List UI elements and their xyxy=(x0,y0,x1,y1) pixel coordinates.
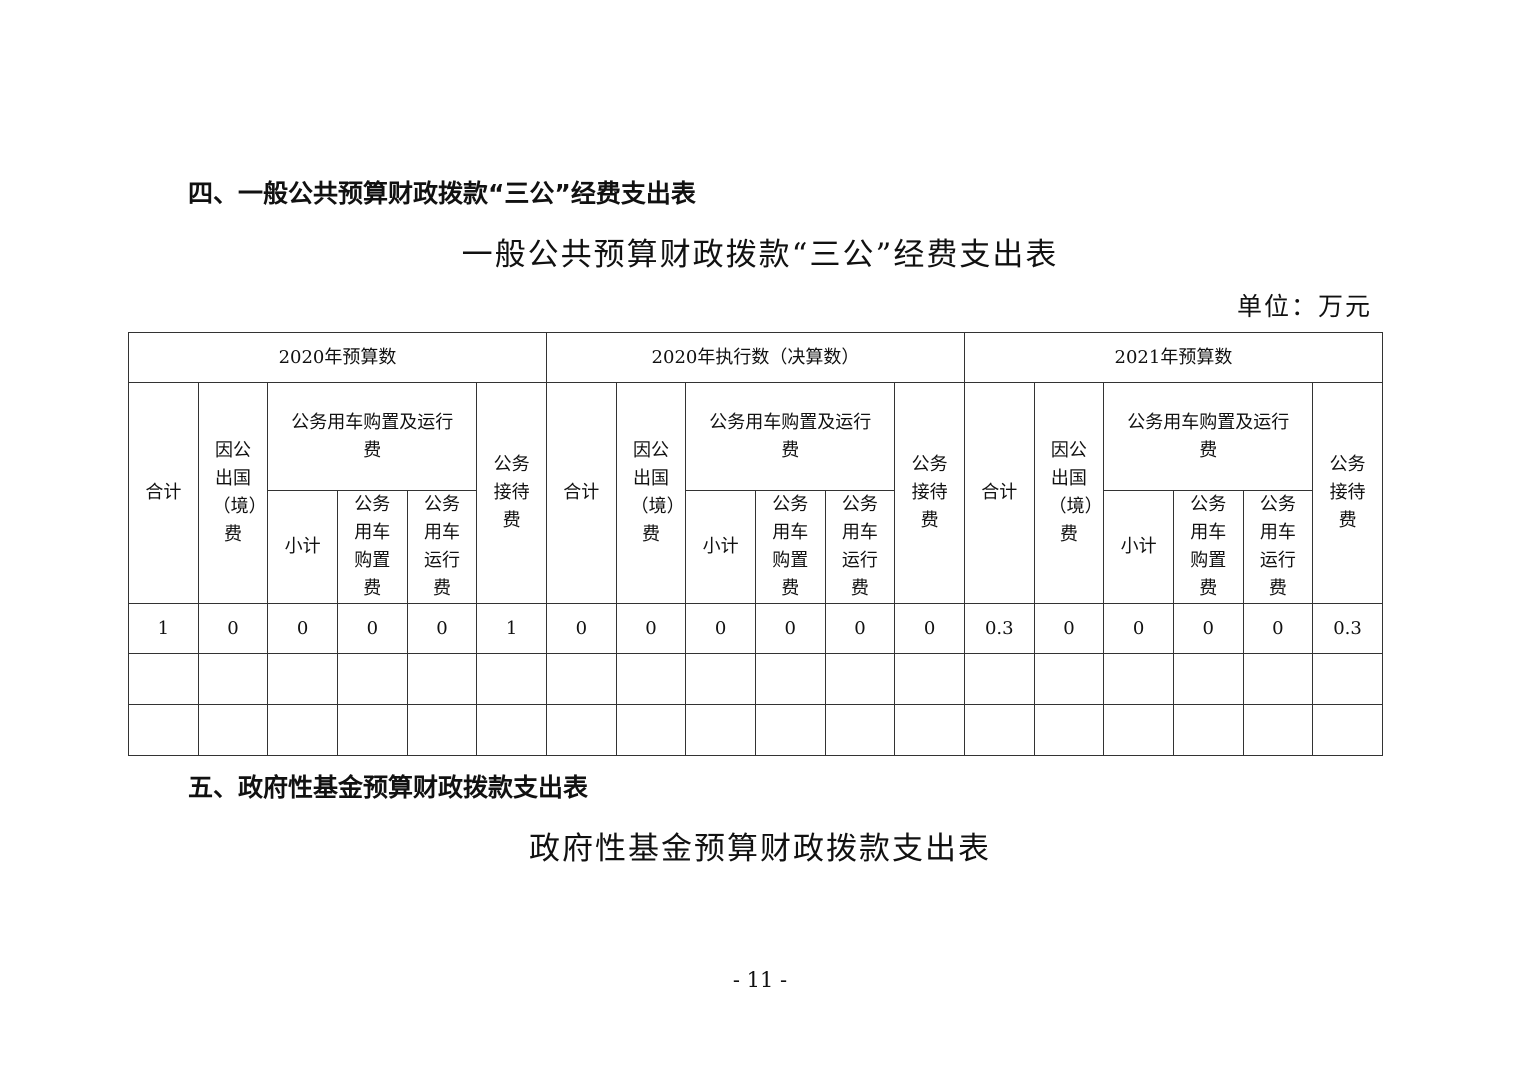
table-cell: 1 xyxy=(476,603,547,654)
table-cell xyxy=(336,704,408,756)
group-header: 2020年执行数（决算数） xyxy=(545,332,965,383)
header-total: 合计 xyxy=(128,382,199,604)
table-cell xyxy=(894,653,965,705)
table-cell: 0 xyxy=(406,603,478,654)
table-cell xyxy=(1103,653,1174,705)
table-cell xyxy=(545,704,617,756)
section-heading-5: 五、政府性基金预算财政拨款支出表 xyxy=(188,773,589,802)
header-total: 合计 xyxy=(963,382,1035,604)
header-vehicle: 公务用车购置及运行费 xyxy=(685,382,896,491)
group-header: 2021年预算数 xyxy=(963,332,1383,383)
table-cell xyxy=(476,704,547,756)
header-abroad: 因公出国（境）费 xyxy=(1033,382,1105,604)
table-cell: 0 xyxy=(1172,603,1244,654)
table-cell xyxy=(685,704,756,756)
sub-column-header-row: 小计公务用车购置费公务用车运行费小计公务用车购置费公务用车运行费小计公务用车购置… xyxy=(129,490,1383,604)
table-cell xyxy=(267,704,338,756)
table-cell xyxy=(754,704,826,756)
table-cell xyxy=(406,653,478,705)
table-cell xyxy=(128,704,199,756)
table-cell xyxy=(824,653,896,705)
table-cell xyxy=(1172,653,1244,705)
unit-label: 单位：万元 xyxy=(1236,292,1372,321)
table-cell xyxy=(1103,704,1174,756)
header-reception: 公务接待费 xyxy=(1312,382,1383,604)
table-cell xyxy=(1242,653,1314,705)
table-cell xyxy=(1242,704,1314,756)
header-subtotal: 小计 xyxy=(1103,490,1174,604)
group-header: 2020年预算数 xyxy=(128,332,547,383)
header-vehicle: 公务用车购置及运行费 xyxy=(267,382,478,491)
table-cell: 0.3 xyxy=(1312,603,1383,654)
table-cell xyxy=(824,704,896,756)
table-cell xyxy=(545,653,617,705)
header-subtotal: 小计 xyxy=(267,490,338,604)
table-cell xyxy=(963,653,1035,705)
table-cell: 0 xyxy=(336,603,408,654)
table-cell xyxy=(267,653,338,705)
table-cell xyxy=(754,653,826,705)
table-cell: 0 xyxy=(1103,603,1174,654)
table-cell: 0 xyxy=(197,603,269,654)
header-vehicle: 公务用车购置及运行费 xyxy=(1103,382,1314,491)
header-abroad: 因公出国（境）费 xyxy=(197,382,269,604)
table-cell xyxy=(1033,653,1105,705)
table-cell xyxy=(197,653,269,705)
section-heading-4: 四、一般公共预算财政拨款“三公”经费支出表 xyxy=(188,179,696,208)
table-cell: 0 xyxy=(545,603,617,654)
table-cell xyxy=(476,653,547,705)
table-cell xyxy=(1312,704,1383,756)
table-cell: 0 xyxy=(894,603,965,654)
header-reception: 公务接待费 xyxy=(476,382,547,604)
table-cell: 0 xyxy=(685,603,756,654)
table-cell xyxy=(1033,704,1105,756)
table-cell: 1 xyxy=(128,603,199,654)
table-cell: 0.3 xyxy=(963,603,1035,654)
header-vehicle-operation: 公务用车运行费 xyxy=(824,490,896,604)
table-cell xyxy=(894,704,965,756)
table-cell xyxy=(963,704,1035,756)
table-cell xyxy=(128,653,199,705)
header-abroad: 因公出国（境）费 xyxy=(615,382,687,604)
table-cell: 0 xyxy=(1242,603,1314,654)
table-cell xyxy=(1172,704,1244,756)
table-cell xyxy=(615,704,687,756)
header-vehicle-purchase: 公务用车购置费 xyxy=(336,490,408,604)
header-vehicle-operation: 公务用车运行费 xyxy=(1242,490,1314,604)
table-cell: 0 xyxy=(1033,603,1105,654)
table-cell xyxy=(406,704,478,756)
header-reception: 公务接待费 xyxy=(894,382,965,604)
header-subtotal: 小计 xyxy=(685,490,756,604)
column-header-row: 合计因公出国（境）费公务用车购置及运行费公务接待费合计因公出国（境）费公务用车购… xyxy=(128,382,1383,604)
table-cell xyxy=(197,704,269,756)
page-number: - 11 - xyxy=(732,968,788,992)
table-cell: 0 xyxy=(754,603,826,654)
table-cell xyxy=(685,653,756,705)
table-cell: 0 xyxy=(615,603,687,654)
header-vehicle-purchase: 公务用车购置费 xyxy=(1172,490,1244,604)
table-cell xyxy=(615,653,687,705)
table-title-three-public: 一般公共预算财政拨款“三公”经费支出表 xyxy=(461,237,1059,273)
header-vehicle-purchase: 公务用车购置费 xyxy=(754,490,826,604)
header-vehicle-operation: 公务用车运行费 xyxy=(406,490,478,604)
table-cell xyxy=(336,653,408,705)
table-row xyxy=(128,704,1383,756)
table-title-government-fund: 政府性基金预算财政拨款支出表 xyxy=(529,831,991,867)
header-total: 合计 xyxy=(545,382,617,604)
table-row xyxy=(128,653,1383,705)
table-cell: 0 xyxy=(824,603,896,654)
table-cell xyxy=(1312,653,1383,705)
table-cell: 0 xyxy=(267,603,338,654)
